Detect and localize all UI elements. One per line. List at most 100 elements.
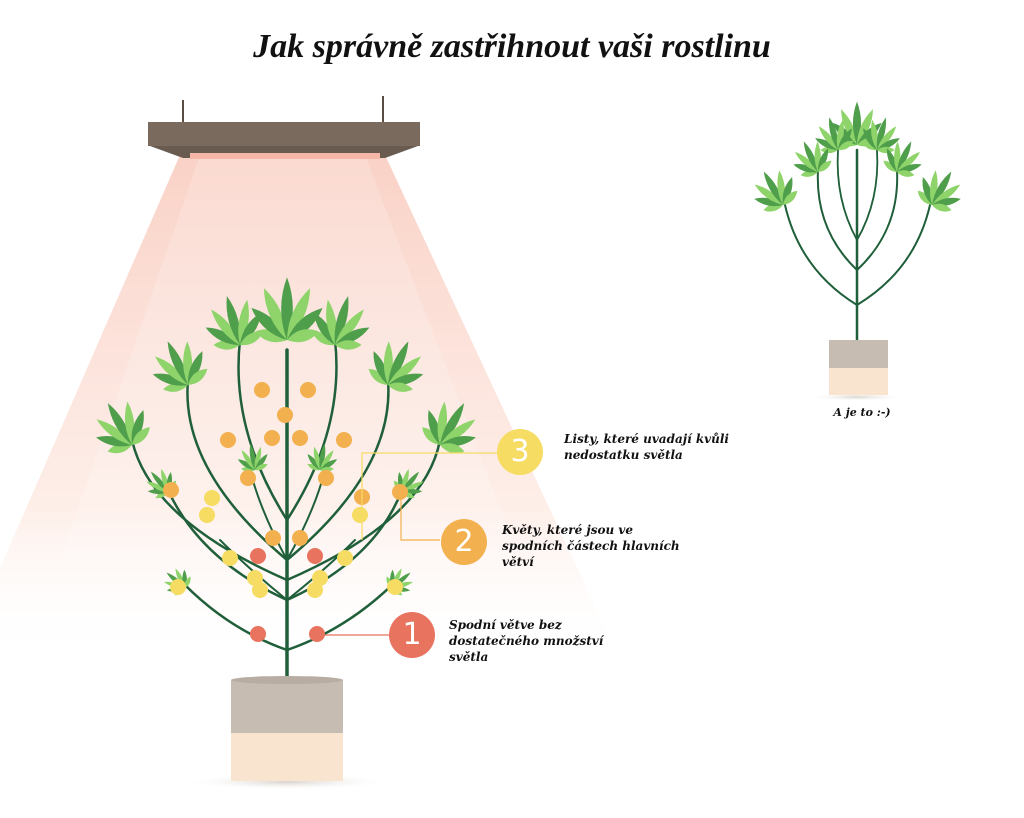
leaf [803, 141, 818, 172]
branch [285, 583, 394, 652]
bud [254, 382, 270, 398]
branch [130, 438, 289, 582]
bud [312, 570, 328, 586]
leaf [313, 446, 321, 470]
leaf [917, 190, 932, 205]
branch [816, 169, 858, 271]
leaf [763, 171, 783, 205]
callout-text-2: Květy, které jsou ve spodních částech hl… [502, 523, 680, 569]
leaf [886, 148, 898, 172]
leaf [922, 177, 933, 205]
bud [392, 484, 408, 500]
leaf [440, 419, 476, 445]
bud [265, 530, 281, 546]
leaf [832, 122, 857, 145]
branch [856, 169, 899, 271]
leaf [388, 356, 421, 385]
leaf [838, 141, 854, 151]
leaf [320, 459, 338, 470]
leaf [287, 307, 323, 340]
leaf [422, 427, 440, 445]
branch [285, 488, 404, 602]
leaf [319, 443, 326, 470]
bud [352, 507, 368, 523]
leaf [167, 341, 188, 385]
leaf [334, 296, 349, 345]
callout-lines [317, 452, 497, 636]
bud [309, 626, 325, 642]
page-title: Jak správně zastřihnout vaši rostlinu [253, 28, 771, 65]
leaf [754, 184, 783, 205]
small-plant-pot [829, 340, 888, 395]
leaf [287, 329, 319, 343]
leaf [388, 341, 409, 385]
bud [199, 507, 215, 523]
leaf [930, 170, 938, 205]
callout-number-3: 3 [510, 434, 530, 469]
leaf [817, 148, 829, 172]
leaf [373, 351, 389, 385]
leaf [932, 184, 961, 205]
leaf [184, 576, 191, 588]
leaf [313, 312, 335, 345]
grow-lamp [148, 96, 420, 159]
leaf [440, 403, 465, 445]
bud [252, 582, 268, 598]
bud [264, 430, 280, 446]
bud [277, 407, 293, 423]
branch [186, 378, 289, 562]
leaf [871, 119, 879, 150]
leaf [402, 471, 420, 492]
leaf [240, 331, 264, 346]
leaf [818, 126, 838, 150]
leaf [211, 309, 240, 345]
leaf [897, 141, 912, 172]
branch [219, 539, 288, 601]
leaf [841, 109, 857, 145]
leaf [857, 109, 873, 145]
branch [285, 378, 390, 562]
callout-number-1: 1 [402, 617, 422, 652]
bud [387, 579, 403, 595]
leaf [155, 356, 188, 385]
callout-badge-3 [497, 429, 543, 475]
branch [285, 438, 442, 582]
leaf [240, 312, 262, 345]
leaf [326, 299, 337, 345]
leaf [96, 419, 132, 445]
leaf [876, 117, 886, 150]
leaf [255, 454, 268, 470]
leaf [794, 151, 818, 172]
leaf [152, 373, 188, 386]
callout-text-1: Spodní větve bez dostatečného množství s… [449, 618, 604, 664]
bud [336, 432, 352, 448]
leaf [782, 177, 793, 205]
leaf [263, 288, 287, 340]
leaf [307, 463, 320, 471]
leaf [754, 197, 783, 207]
bud [307, 548, 323, 564]
branch [856, 204, 931, 306]
leaf [815, 138, 838, 150]
leaf [311, 331, 335, 346]
leaf [146, 481, 168, 492]
leaf [188, 368, 208, 385]
bud [220, 432, 236, 448]
leaf [237, 459, 255, 470]
leaf [818, 160, 832, 172]
callout-badge-1 [389, 612, 435, 658]
plant-pot [231, 676, 343, 781]
leaf [255, 463, 268, 471]
pruned-plant [754, 101, 961, 344]
bud [250, 548, 266, 564]
leaf [249, 443, 256, 470]
leaf [793, 164, 818, 173]
leaf [335, 327, 370, 345]
callout-text-3: Listy, které uvadají kvůli nedostatku sv… [564, 432, 729, 462]
leaf [335, 309, 364, 345]
callout-badge-2 [441, 519, 487, 565]
leaf [877, 126, 897, 150]
leaf [877, 146, 895, 154]
branch [285, 338, 338, 522]
